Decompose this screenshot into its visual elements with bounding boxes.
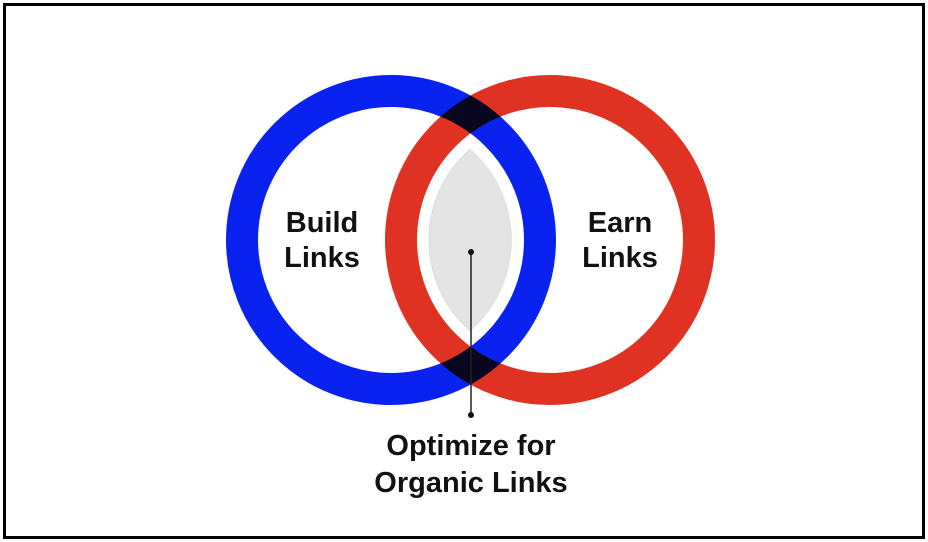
earn-links-label-1: Earn [588,207,652,239]
diagram-frame [3,3,925,539]
intersection-label-1: Optimize for [386,430,555,462]
build-links-circle [226,75,556,405]
callout-dot-bottom [468,412,474,418]
earn-links-label-2: Links [582,242,658,274]
intersection-label-2: Organic Links [374,467,567,499]
callout-dot-top [468,249,474,255]
intersection-lens [428,119,512,361]
earn-links-circle [385,75,715,405]
build-links-label-1: Build [286,207,359,239]
build-links-label-2: Links [284,242,360,274]
